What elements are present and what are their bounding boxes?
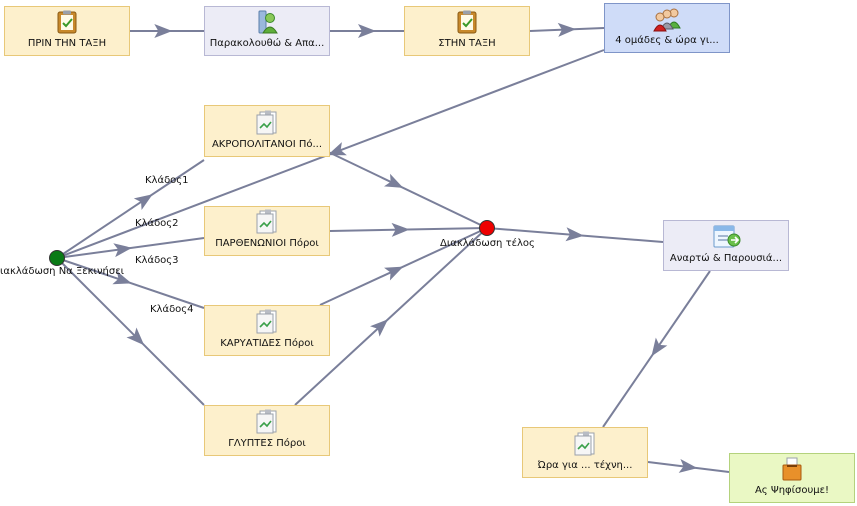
document-icon <box>256 409 277 434</box>
arrow-head <box>154 24 173 38</box>
branch-label: Κλάδος4 <box>150 304 194 315</box>
node-label: ΚΑΡΥΑΤΙΔΕΣ Πόροι <box>220 338 314 349</box>
presentation-icon <box>713 225 741 248</box>
node-akropolitanoi[interactable]: ΑΚΡΟΠΟΛΙΤΑΝΟΙ Πό... <box>204 105 330 157</box>
node-glyptes[interactable]: ΓΛΥΠΤΕΣ Πόροι <box>204 405 330 456</box>
node-karyatides[interactable]: ΚΑΡΥΑΤΙΔΕΣ Πόροι <box>204 305 330 356</box>
arrow-head <box>133 194 153 211</box>
node-label: Παρακολουθώ & Απα... <box>209 38 325 49</box>
node-label: 4 ομάδες & ώρα γι... <box>615 35 719 46</box>
document-icon <box>256 110 277 135</box>
connector-line <box>319 227 488 306</box>
arrow-head <box>651 337 668 357</box>
node-label: ΓΛΥΠΤΕΣ Πόροι <box>228 438 306 449</box>
end-gate[interactable] <box>479 220 495 236</box>
connector-line <box>294 227 488 406</box>
arrow-head <box>678 458 698 473</box>
document-icon <box>256 209 277 234</box>
arrow-head <box>370 319 389 337</box>
branch-label: Κλάδος3 <box>135 255 179 266</box>
node-anarto[interactable]: Αναρτώ & Παρουσιά... <box>663 220 789 271</box>
node-label: Ώρα για ... τέχνη... <box>537 460 633 471</box>
node-label: ΑΚΡΟΠΟΛΙΤΑΝΟΙ Πό... <box>211 139 323 150</box>
arrow-head <box>391 222 410 237</box>
end-gate-label: Διακλάδωση τέλος <box>440 238 535 249</box>
connector-line <box>56 257 205 406</box>
arrow-head <box>384 266 404 281</box>
node-label: ΠΡΙΝ ΤΗΝ ΤΑΞΗ <box>27 38 107 49</box>
arrow-head <box>112 270 132 285</box>
node-label: Αναρτώ & Παρουσιά... <box>669 253 783 264</box>
node-prin[interactable]: ΠΡΙΝ ΤΗΝ ΤΑΞΗ <box>4 6 130 56</box>
node-parakolouth[interactable]: Παρακολουθώ & Απα... <box>204 6 330 56</box>
arrow-head <box>557 22 576 37</box>
arrow-head <box>327 142 347 156</box>
arrow-head <box>126 327 145 346</box>
arrow-head <box>384 173 404 188</box>
arrow-head <box>565 227 584 242</box>
node-label: ΠΑΡΘΕΝΩΝΙΟΙ Πόροι <box>215 238 319 249</box>
ballot-box-icon <box>782 457 802 481</box>
clipboard-icon <box>57 10 77 34</box>
arrow-head <box>113 243 133 258</box>
branch-label: Κλάδος2 <box>135 218 179 229</box>
node-stin[interactable]: ΣΤΗΝ ΤΑΞΗ <box>404 6 530 56</box>
node-omades[interactable]: 4 ομάδες & ώρα γι... <box>604 3 730 53</box>
node-ora[interactable]: Ώρα για ... τέχνη... <box>522 427 648 478</box>
node-parthenonioi[interactable]: ΠΑΡΘΕΝΩΝΙΟΙ Πόροι <box>204 206 330 256</box>
student-icon <box>258 10 278 34</box>
node-label: Ας Ψηφίσουμε! <box>754 485 830 496</box>
clipboard-icon <box>457 10 477 34</box>
group-icon <box>653 8 681 32</box>
start-gate-label: Διακλάδωση Να Ξεκινήσει <box>0 266 124 277</box>
connector-line <box>319 147 488 229</box>
node-psifisoume[interactable]: Ας Ψηφίσουμε! <box>729 453 855 503</box>
branch-label: Κλάδος1 <box>145 175 189 186</box>
arrow-head <box>358 24 376 38</box>
document-icon <box>256 309 277 334</box>
start-gate[interactable] <box>49 250 65 266</box>
document-icon <box>574 431 595 456</box>
node-label: ΣΤΗΝ ΤΑΞΗ <box>438 38 496 49</box>
connector-line <box>56 159 205 259</box>
